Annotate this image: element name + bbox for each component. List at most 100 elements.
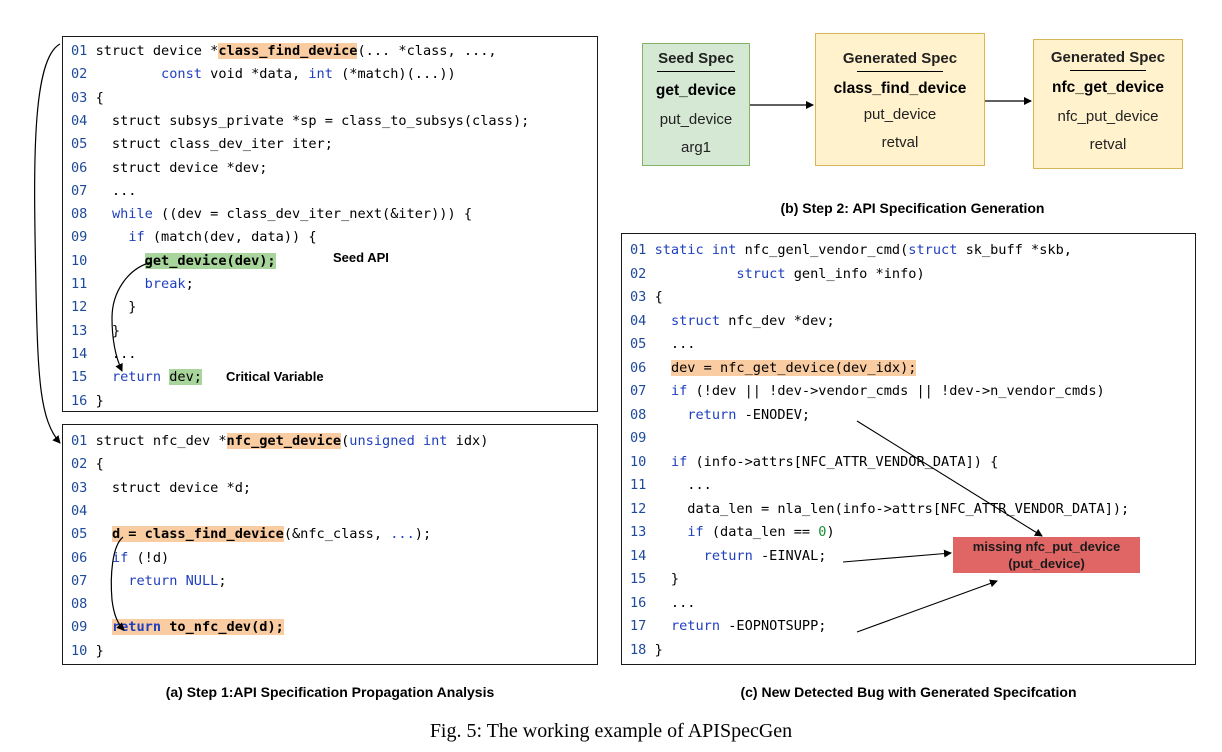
code-token: ... xyxy=(95,182,137,199)
generated-spec-1-variable: retval xyxy=(881,134,919,151)
code-token xyxy=(655,407,688,423)
code-token: d = class_find_device xyxy=(111,526,284,543)
line-number: 14 xyxy=(71,345,96,362)
arrow-propagate-to-nfc-get-device xyxy=(34,43,61,444)
code-token: } xyxy=(654,641,663,658)
line-number: 04 xyxy=(71,112,96,129)
code-token: } xyxy=(654,571,680,587)
line-number: 13 xyxy=(71,322,96,339)
line-number: 09 xyxy=(71,229,96,246)
line-number: 04 xyxy=(71,502,96,519)
generated-spec-box-1: Generated Spec class_find_device put_dev… xyxy=(815,33,985,166)
code-line: 07 ... xyxy=(71,179,136,203)
code-token xyxy=(655,548,704,564)
code-token xyxy=(655,266,737,282)
line-number: 06 xyxy=(71,159,96,176)
code-line: 06 struct device *dev; xyxy=(71,156,267,180)
code-token: struct device *d; xyxy=(95,479,252,496)
line-number: 14 xyxy=(630,547,655,564)
line-number: 11 xyxy=(630,477,655,493)
generated-spec-1-rule xyxy=(857,71,943,72)
generated-spec-2-api: nfc_get_device xyxy=(1052,79,1164,96)
generated-spec-1-title: Generated Spec xyxy=(842,50,958,67)
code-token: dev = nfc_get_device(dev_idx); xyxy=(670,359,917,376)
code-token: (&nfc_class, xyxy=(283,526,391,543)
line-number: 16 xyxy=(630,594,655,611)
seed-spec-api: get_device xyxy=(655,82,737,99)
code-token: nfc_genl_vendor_cmd( xyxy=(736,242,909,258)
code-token: if xyxy=(687,524,704,540)
code-line: 01 static int nfc_genl_vendor_cmd(struct… xyxy=(630,238,1072,262)
code-token: ); xyxy=(414,526,432,543)
generated-spec-2-release: nfc_put_device xyxy=(1057,108,1159,125)
code-line: 01 struct device *class_find_device(... … xyxy=(71,39,497,63)
code-token: return xyxy=(703,547,753,564)
line-number: 04 xyxy=(630,312,655,329)
code-token: class_find_device xyxy=(218,43,358,59)
line-number: 15 xyxy=(630,571,655,587)
code-token xyxy=(96,573,129,589)
line-number: 17 xyxy=(630,618,655,634)
code-token: dev; xyxy=(169,369,202,386)
code-token: while xyxy=(111,206,153,223)
seed-spec-box: Seed Spec get_device put_device arg1 xyxy=(642,43,750,166)
code-token: (... *class, ..., xyxy=(357,43,497,59)
line-number: 16 xyxy=(71,392,96,409)
code-token: } xyxy=(95,642,104,659)
code-line: 02 const void *data, int (*match)(...)) xyxy=(71,62,456,86)
code-token: struct device * xyxy=(95,43,219,59)
code-token xyxy=(96,526,112,542)
line-number: 12 xyxy=(71,299,96,316)
code-line: 06 if (!d) xyxy=(71,546,169,570)
code-token: if xyxy=(670,453,688,470)
code-line: 08 return -ENODEV; xyxy=(630,403,810,427)
code-line: 16 } xyxy=(71,389,104,413)
line-number: 06 xyxy=(71,549,96,566)
line-number: 10 xyxy=(71,642,96,659)
code-line: 10 if (info->attrs[NFC_ATTR_VENDOR_DATA]… xyxy=(630,450,998,474)
code-token: ... xyxy=(654,336,696,352)
line-number: 08 xyxy=(630,406,655,423)
code-line: 18 } xyxy=(630,638,663,662)
code-line: 02 struct genl_info *info) xyxy=(630,262,925,286)
code-token xyxy=(655,618,671,634)
code-line: 07 return NULL; xyxy=(71,569,227,593)
code-token: return xyxy=(670,618,721,634)
code-line: 03 { xyxy=(630,285,663,309)
code-token: } xyxy=(95,299,137,316)
line-number: 05 xyxy=(71,136,96,153)
code-token: ; xyxy=(218,572,227,589)
code-token: const xyxy=(161,66,202,83)
code-line: 04 struct nfc_dev *dev; xyxy=(630,309,835,333)
code-line: 01 struct nfc_dev *nfc_get_device(unsign… xyxy=(71,429,488,453)
code-token xyxy=(96,550,112,566)
code-token: (*match)(...)) xyxy=(332,66,456,83)
code-line: 06 dev = nfc_get_device(dev_idx); xyxy=(630,356,917,380)
line-number: 10 xyxy=(630,453,655,470)
code-token: (info->attrs[NFC_ATTR_VENDOR_DATA]) { xyxy=(687,453,999,470)
code-line: 09 xyxy=(630,426,655,450)
bug-label-line-2: (put_device) xyxy=(1008,556,1085,571)
line-number: 05 xyxy=(630,336,655,352)
missing-release-bug-label: missing nfc_put_device (put_device) xyxy=(953,537,1140,573)
code-token: ; xyxy=(185,276,194,292)
code-line: 12 data_len = nla_len(info->attrs[NFC_AT… xyxy=(630,497,1129,521)
code-token: nfc_get_device xyxy=(226,433,342,449)
code-token: } xyxy=(95,392,104,409)
bug-label-line-1: missing nfc_put_device xyxy=(972,539,1121,554)
code-token xyxy=(655,313,671,329)
code-token: struct subsys_private *sp = class_to_sub… xyxy=(95,112,530,129)
line-number: 01 xyxy=(71,433,96,449)
line-number: 03 xyxy=(71,479,96,496)
code-token: return xyxy=(111,619,162,636)
code-line: 11 break; xyxy=(71,272,194,296)
caption-step-1: (a) Step 1:API Specification Propagation… xyxy=(165,684,495,700)
generated-spec-2-variable: retval xyxy=(1089,136,1127,153)
code-token xyxy=(96,206,112,222)
code-token xyxy=(96,619,112,635)
line-number: 07 xyxy=(71,572,96,589)
line-number: 09 xyxy=(71,619,96,636)
generated-spec-1-release: put_device xyxy=(863,106,937,123)
seed-spec-variable: arg1 xyxy=(680,139,712,156)
line-number: 03 xyxy=(71,89,96,106)
